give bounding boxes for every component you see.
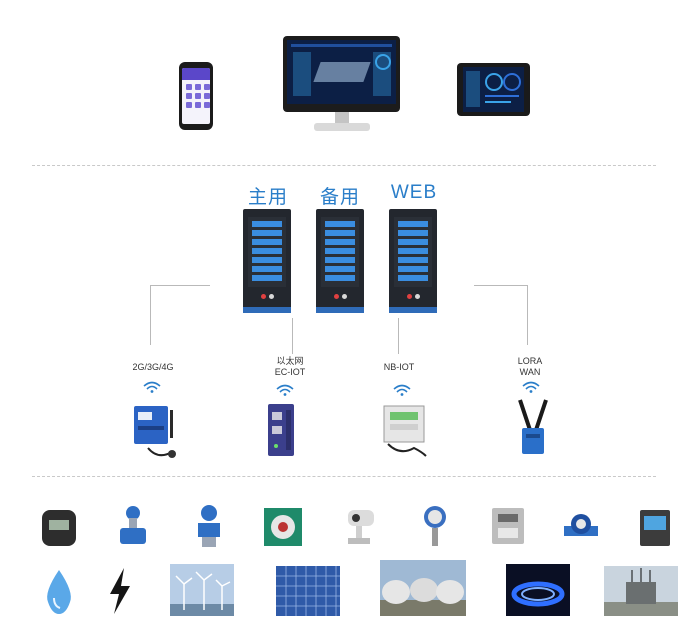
server-web bbox=[389, 209, 437, 313]
server-primary bbox=[243, 209, 291, 313]
pressure-gauge-icon bbox=[424, 506, 446, 546]
pressure-transmitter-icon bbox=[198, 505, 220, 547]
wifi-icon bbox=[276, 384, 294, 396]
smartphone bbox=[179, 62, 213, 130]
wind-turbine-photo bbox=[170, 564, 234, 616]
flow-meter-icon bbox=[120, 506, 146, 544]
gas-flame-photo bbox=[506, 564, 570, 616]
monitor-dashboard-screen bbox=[287, 40, 396, 104]
water-drop-icon bbox=[47, 570, 71, 614]
electric-meter-icon bbox=[42, 510, 76, 546]
server-label-web: WEB bbox=[390, 182, 438, 203]
cellular-gateway-icon bbox=[134, 406, 176, 458]
tablet bbox=[457, 63, 530, 116]
wifi-icon bbox=[143, 381, 161, 393]
monitor-base bbox=[314, 123, 370, 131]
water-meter-icon bbox=[264, 508, 302, 546]
desktop-monitor bbox=[283, 36, 400, 112]
smartphone-screen bbox=[182, 68, 210, 124]
water-meter-small-icon bbox=[564, 514, 598, 536]
power-analyzer-icon bbox=[640, 510, 670, 546]
wire-left-horizontal bbox=[150, 285, 210, 286]
monitor-stand bbox=[335, 112, 349, 124]
wire-ethernet bbox=[292, 318, 293, 354]
network-label-lora: LORA WAN bbox=[517, 356, 543, 377]
nbiot-module-icon bbox=[383, 405, 427, 457]
substation-photo bbox=[604, 566, 678, 616]
smartphone-header bbox=[182, 68, 210, 80]
wifi-icon bbox=[393, 384, 411, 396]
camera-icon bbox=[348, 510, 374, 544]
wire-left-vertical bbox=[150, 285, 151, 345]
network-label-cellular: 2G/3G/4G bbox=[132, 362, 174, 372]
wire-right-vertical bbox=[527, 285, 528, 345]
gas-tank-photo bbox=[380, 560, 466, 616]
divider-top bbox=[32, 165, 656, 166]
smartphone-app-grid bbox=[182, 80, 210, 112]
ethernet-gateway-icon bbox=[268, 404, 294, 456]
server-backup bbox=[316, 209, 364, 313]
wifi-icon bbox=[522, 381, 540, 393]
network-label-nbiot: NB-IOT bbox=[383, 362, 415, 372]
wire-right-horizontal bbox=[474, 285, 528, 286]
solar-panel-photo bbox=[276, 566, 340, 616]
divider-bottom bbox=[32, 476, 656, 477]
tablet-dashboard-screen bbox=[463, 67, 524, 112]
wire-nbiot bbox=[398, 318, 399, 354]
lightning-icon bbox=[110, 568, 130, 614]
network-label-ethernet: 以太网 EC-IOT bbox=[274, 356, 306, 377]
server-label-primary: 主用 bbox=[247, 187, 288, 208]
server-label-backup: 备用 bbox=[319, 187, 360, 208]
energy-meter-icon bbox=[492, 508, 524, 544]
lora-gateway-icon bbox=[518, 399, 548, 454]
